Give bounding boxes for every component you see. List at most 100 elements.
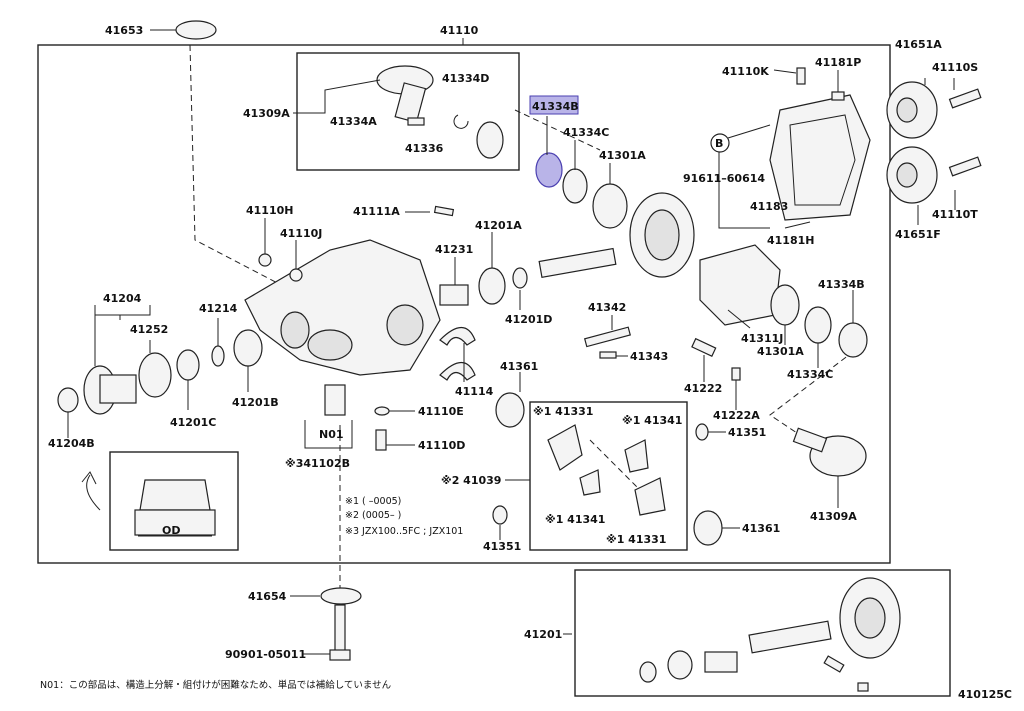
label-41110T[interactable]: 41110T: [932, 208, 978, 221]
drive-pinion-shaft[interactable]: [538, 247, 617, 278]
bolt-41110S[interactable]: [948, 88, 982, 109]
label-41331-b[interactable]: ※1 41331: [606, 533, 666, 546]
cap-41653[interactable]: [175, 20, 217, 40]
snap-ring-41334D[interactable]: [453, 114, 469, 129]
bearing-41201C[interactable]: [176, 349, 200, 381]
label-41334B-right[interactable]: 41334B: [818, 278, 865, 291]
label-41334D[interactable]: 41334D: [442, 72, 489, 85]
label-41334C-top[interactable]: 41334C: [563, 126, 609, 139]
label-41110[interactable]: 41110: [440, 24, 479, 37]
label-41102B[interactable]: ※341102B: [285, 457, 350, 470]
label-41222[interactable]: 41222: [684, 382, 722, 395]
gasket-41110E[interactable]: [374, 406, 390, 416]
label-41201[interactable]: 41201: [524, 628, 562, 641]
label-41201D[interactable]: 41201D: [505, 313, 552, 326]
nut-41204B[interactable]: [57, 387, 79, 413]
bolt-41222A[interactable]: [731, 367, 741, 381]
pin-41343[interactable]: [599, 351, 617, 359]
label-41351-bottom[interactable]: 41351: [483, 540, 521, 553]
label-41336[interactable]: 41336: [405, 142, 444, 155]
bushing-N01[interactable]: [324, 384, 346, 416]
label-41334A[interactable]: 41334A: [330, 115, 377, 128]
pinion-41341-a[interactable]: [624, 439, 649, 473]
label-41334B-highlighted[interactable]: 41334B: [532, 100, 579, 113]
label-N01[interactable]: N01: [319, 428, 344, 441]
seal-41336[interactable]: [476, 121, 504, 159]
label-91611-60614[interactable]: 91611–60614: [683, 172, 765, 185]
label-41331-a[interactable]: ※1 41331: [533, 405, 593, 418]
label-41110K[interactable]: 41110K: [722, 65, 769, 78]
label-41204[interactable]: 41204: [103, 292, 142, 305]
label-41351-right[interactable]: 41351: [728, 426, 766, 439]
bearing-41201B[interactable]: [233, 329, 263, 367]
label-41201C[interactable]: 41201C: [170, 416, 216, 429]
bolt-41334A[interactable]: [407, 117, 425, 126]
label-41653[interactable]: 41653: [105, 24, 143, 37]
plug-41181P[interactable]: [831, 91, 845, 101]
label-90901-05011[interactable]: 90901-05011: [225, 648, 306, 661]
cap-41114[interactable]: [439, 326, 476, 346]
label-41334C-right[interactable]: 41334C: [787, 368, 833, 381]
bolt-90901[interactable]: [334, 604, 346, 656]
label-41183[interactable]: 41183: [750, 200, 788, 213]
breather-41110K[interactable]: [796, 67, 806, 85]
washer-41361-top[interactable]: [495, 392, 525, 428]
label-41252[interactable]: 41252: [130, 323, 168, 336]
label-41361-bottom[interactable]: 41361: [742, 522, 780, 535]
label-41110J[interactable]: 41110J: [280, 227, 322, 240]
label-41341-b[interactable]: ※1 41341: [545, 513, 605, 526]
shaft-41342[interactable]: [583, 326, 631, 348]
label-41309A-top[interactable]: 41309A: [243, 107, 290, 120]
seal-41252[interactable]: [138, 352, 172, 398]
label-41111A[interactable]: 41111A: [353, 205, 400, 218]
diff-case-41311J[interactable]: [699, 244, 781, 326]
label-41222A[interactable]: 41222A: [713, 409, 760, 422]
plug-41110D[interactable]: [375, 429, 387, 451]
sensor-41222[interactable]: [691, 337, 717, 357]
label-41039[interactable]: ※2 41039: [441, 474, 501, 487]
label-41110S[interactable]: 41110S: [932, 61, 978, 74]
spacer-41214[interactable]: [211, 345, 225, 367]
label-41181P[interactable]: 41181P: [815, 56, 861, 69]
label-41201A[interactable]: 41201A: [475, 219, 522, 232]
label-41651F[interactable]: 41651F: [895, 228, 941, 241]
label-41110H[interactable]: 41110H: [246, 204, 293, 217]
label-41181H[interactable]: 41181H: [767, 234, 814, 247]
bearing-41334B-right[interactable]: [838, 322, 868, 358]
side-gear-41331-a[interactable]: [547, 424, 583, 471]
label-41309A-right[interactable]: 41309A: [810, 510, 857, 523]
bearing-41301A-mid[interactable]: [770, 284, 800, 326]
bolt-41110T[interactable]: [948, 156, 982, 177]
label-41231[interactable]: 41231: [435, 243, 473, 256]
spacer-41231[interactable]: [439, 284, 469, 306]
label-41341-a[interactable]: ※1 41341: [622, 414, 682, 427]
label-41651A[interactable]: 41651A: [895, 38, 942, 51]
label-41110D[interactable]: 41110D: [418, 439, 465, 452]
side-gear-41331-b[interactable]: [634, 477, 666, 516]
washer-41361-bottom[interactable]: [693, 510, 723, 546]
label-41301A-mid[interactable]: 41301A: [757, 345, 804, 358]
label-41204B[interactable]: 41204B: [48, 437, 95, 450]
race-41334C-right[interactable]: [804, 306, 832, 344]
label-41654[interactable]: 41654: [248, 590, 287, 603]
label-41342[interactable]: 41342: [588, 301, 626, 314]
label-41114[interactable]: 41114: [455, 385, 494, 398]
label-41311J[interactable]: 41311J: [741, 332, 783, 345]
bearing-41334B-highlighted[interactable]: [535, 152, 563, 188]
label-41201B[interactable]: 41201B: [232, 396, 279, 409]
race-41334C[interactable]: [562, 168, 588, 204]
washer-41351-right[interactable]: [695, 423, 709, 441]
bearing-41201A[interactable]: [478, 267, 506, 305]
label-41343[interactable]: 41343: [630, 350, 668, 363]
pinion-41341-b[interactable]: [579, 469, 601, 496]
pin-41111A[interactable]: [433, 205, 455, 217]
label-41110E[interactable]: 41110E: [418, 405, 464, 418]
plug-41110H[interactable]: [258, 253, 272, 267]
label-41361-top[interactable]: 41361: [500, 360, 538, 373]
gasket-41110J[interactable]: [289, 268, 303, 282]
label-41214[interactable]: 41214: [199, 302, 238, 315]
shim-41201D[interactable]: [512, 267, 528, 289]
washer-41351-bottom[interactable]: [492, 505, 508, 525]
bearing-41301A[interactable]: [592, 183, 628, 229]
label-41301A-top[interactable]: 41301A: [599, 149, 646, 162]
